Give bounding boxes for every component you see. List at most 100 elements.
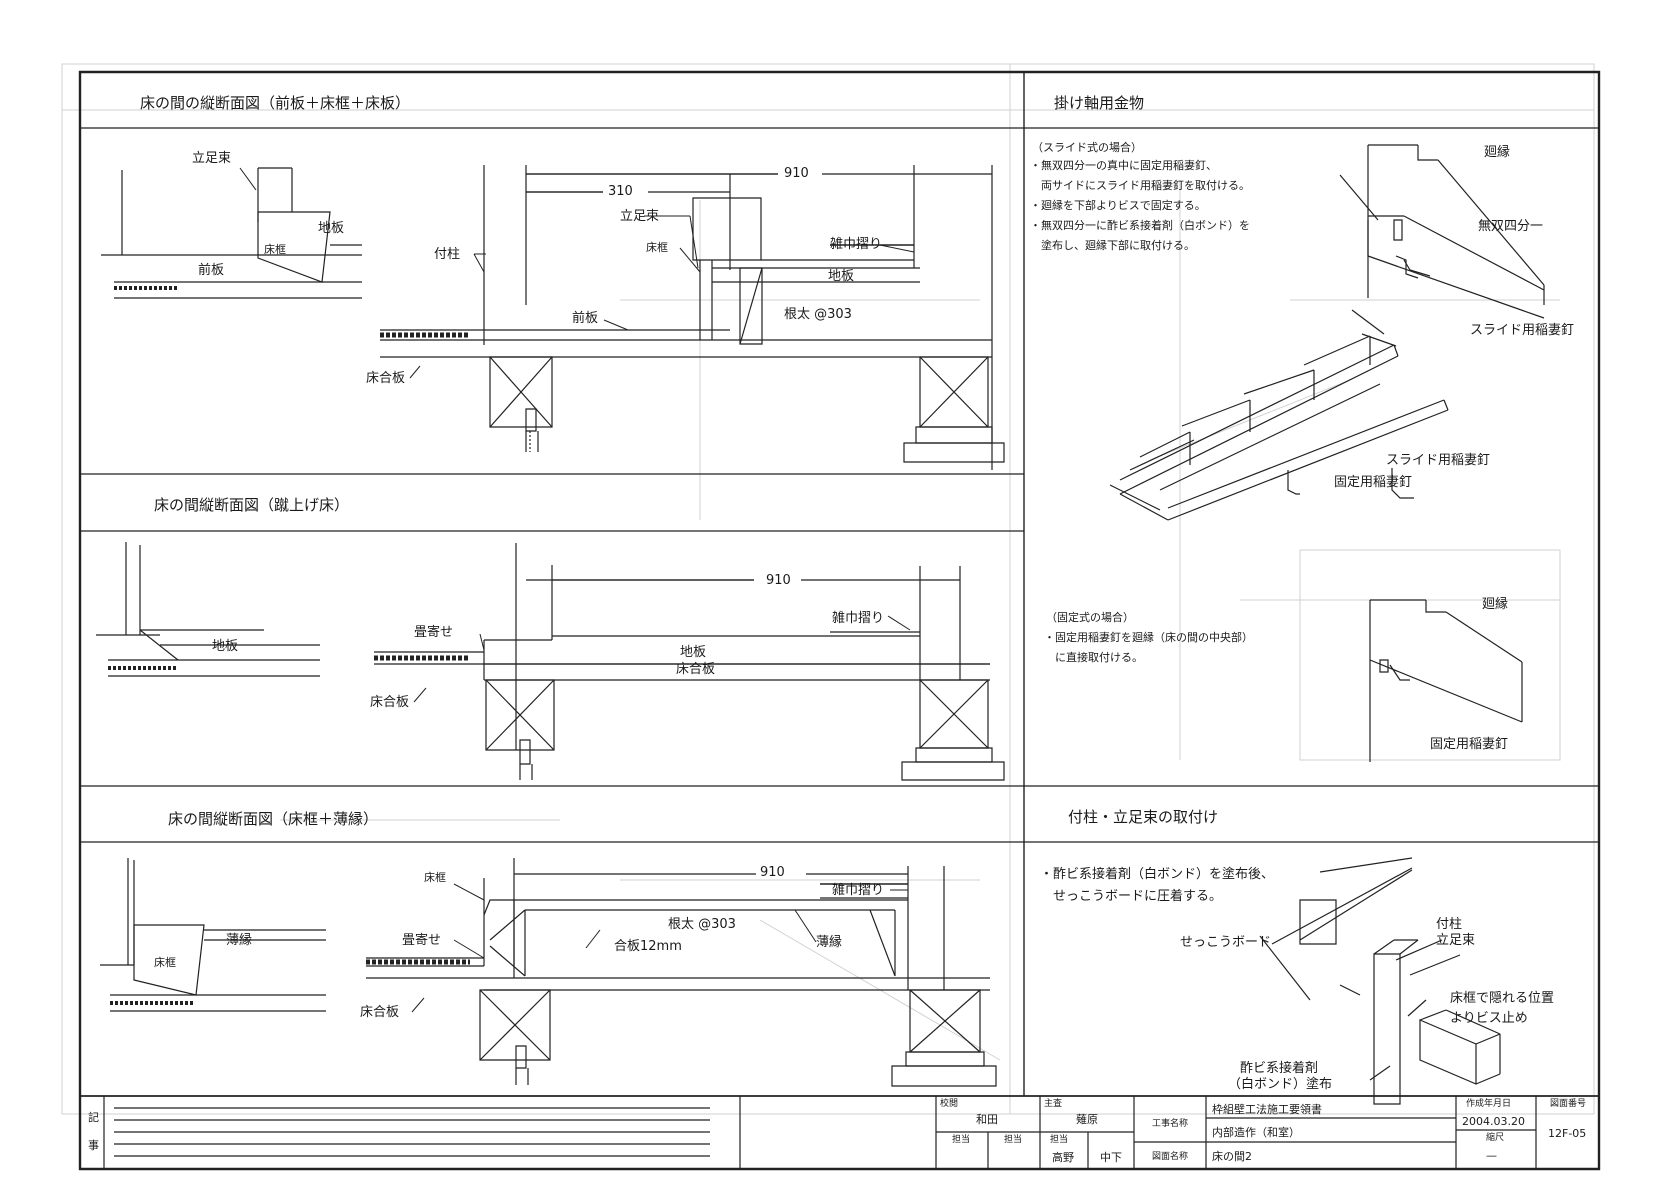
tb-date-label: 作成年月日 — [1466, 1099, 1512, 1109]
hardware-fixed-notes: ・固定用稲妻釘を廻縁（床の間の中央部） に直接取付ける。 — [1044, 632, 1253, 672]
sec2-dim-910: 910 — [766, 573, 791, 588]
hardware-slide-notes: ・無双四分一の真中に固定用稲妻釘、 両サイドにスライド用稲妻釘を取付ける。 ・廻… — [1030, 160, 1250, 260]
sheet-border — [80, 72, 1599, 1169]
fixed-note: に直接取付ける。 — [1044, 651, 1143, 664]
attach-screw-note-1: 床框で隠れる位置 — [1450, 991, 1555, 1006]
hardware-slide-nail-label: スライド用稲妻釘 — [1470, 323, 1575, 338]
slide-note: 両サイドにスライド用稲妻釘を取付ける。 — [1030, 179, 1250, 192]
sec1-zokinzuri-label: 雑巾摺り — [830, 237, 883, 252]
sec2-left-drawing — [96, 542, 320, 676]
sec2-jiita-label: 地板 — [680, 645, 707, 660]
sec2-left-jiita-label: 地板 — [212, 639, 239, 654]
sec3-main-drawing — [366, 858, 996, 1086]
slide-note: 塗布し、廻縁下部に取付ける。 — [1030, 239, 1195, 252]
slide-note: ・無双四分一の真中に固定用稲妻釘、 — [1030, 159, 1217, 172]
tb-staff-name-2: 中下 — [1100, 1151, 1122, 1164]
tb-project-1: 枠組壁工法施工要領書 — [1212, 1103, 1322, 1116]
hardware-fixed-nail-label-2: 固定用稲妻釘 — [1334, 475, 1413, 490]
tb-check-name: 和田 — [976, 1113, 998, 1126]
sec1-dim-910: 910 — [784, 166, 809, 181]
bleed-through-lines — [62, 64, 1594, 1114]
tb-project-label: 工事名称 — [1152, 1119, 1189, 1129]
sec3-neda-label: 根太 @303 — [668, 917, 736, 932]
sec3-tatamiyose-label: 畳寄せ — [402, 933, 442, 948]
tb-staff-label-1: 担当 — [952, 1135, 971, 1145]
sec3-yukagoban-label: 床合板 — [360, 1005, 400, 1020]
sec1-left-tokogamachi-label: 床框 — [264, 243, 286, 256]
sec3-dim-910: 910 — [760, 865, 785, 880]
sec2-yukagoban-label: 床合板 — [370, 695, 410, 710]
sec1-jiita-label: 地板 — [828, 269, 855, 284]
tb-check-label: 校閲 — [940, 1099, 959, 1109]
sec2-zokinzuri-label: 雑巾摺り — [832, 611, 885, 626]
sec2-title: 床の間縦断面図（蹴上げ床） — [154, 496, 350, 514]
sec1-tsukebashira-label: 付柱 — [434, 247, 461, 262]
attach-notes: ・酢ビ系接着剤（白ボンド）を塗布後、 せっこうボードに圧着する。 — [1040, 868, 1274, 912]
hardware-mawaribuchi-label-2: 廻縁 — [1482, 597, 1509, 612]
fixed-note: ・固定用稲妻釘を廻縁（床の間の中央部） — [1044, 631, 1253, 644]
attach-drawing — [1260, 858, 1500, 1104]
sec2-tokogoban-label: 床合板 — [676, 662, 716, 677]
hardware-mawaribuchi-label: 廻縁 — [1484, 145, 1511, 160]
sec1-tatsuashi-label: 立足束 — [620, 209, 660, 224]
sec1-dim-310: 310 — [608, 184, 633, 199]
sec3-left-tokogamachi-label: 床框 — [154, 956, 176, 969]
attach-screw-note-2: よりビス止め — [1450, 1011, 1528, 1026]
slide-note: ・無双四分一に酢ビ系接着剤（白ボンド）を — [1030, 219, 1250, 232]
hardware-drawing — [1110, 145, 1544, 762]
sec1-maeita-label: 前板 — [572, 311, 599, 326]
sec3-tokogamachi-label: 床框 — [424, 871, 446, 884]
attach-board-label: せっこうボード — [1180, 935, 1272, 950]
tb-scale-label: 縮尺 — [1486, 1133, 1505, 1143]
tb-chief-name: 薙原 — [1076, 1113, 1098, 1126]
dimension-lines — [514, 174, 908, 874]
attach-tsukebashira-label: 付柱 — [1436, 917, 1463, 932]
sec1-left-drawing — [101, 168, 362, 298]
sec3-goban-label: 合板12mm — [614, 939, 682, 954]
attach-glue-label-1: 酢ビ系接着剤 — [1240, 1061, 1319, 1076]
hardware-title: 掛け軸用金物 — [1054, 94, 1145, 112]
slide-note: ・廻縁を下部よりビスで固定する。 — [1030, 199, 1206, 212]
tb-remarks-label-1: 記 — [88, 1111, 99, 1124]
hardware-muso-label: 無双四分一 — [1478, 219, 1544, 234]
attach-note: ・酢ビ系接着剤（白ボンド）を塗布後、 — [1040, 867, 1275, 882]
tb-scale: — — [1486, 1149, 1497, 1162]
sec3-left-usuberi-label: 薄縁 — [226, 933, 253, 948]
attach-glue-label-2: （白ボンド）塗布 — [1228, 1077, 1333, 1092]
hardware-slide-header: （スライド式の場合） — [1032, 141, 1142, 154]
tb-drawing-label: 図面名称 — [1152, 1152, 1189, 1162]
leader-lines — [240, 168, 914, 1012]
sec3-usuberi-label: 薄縁 — [816, 935, 843, 950]
hardware-fixed-nail-label: 固定用稲妻釘 — [1430, 737, 1509, 752]
attach-tatsuashi-label: 立足束 — [1436, 933, 1476, 948]
attach-title: 付柱・立足束の取付け — [1068, 808, 1219, 826]
tb-date: 2004.03.20 — [1462, 1115, 1525, 1128]
tb-staff-label-3: 担当 — [1050, 1135, 1069, 1145]
tb-staff-name-1: 高野 — [1052, 1151, 1074, 1164]
sec2-tatamiyose-label: 畳寄せ — [414, 625, 454, 640]
sec1-title: 床の間の縦断面図（前板＋床框＋床板） — [140, 94, 411, 112]
title-block-lines — [104, 1096, 1536, 1169]
sec1-main-drawing — [380, 165, 1004, 470]
sec3-title: 床の間縦断面図（床框＋薄縁） — [168, 810, 379, 828]
sec3-zokinzuri-label: 雑巾摺り — [832, 883, 885, 898]
sec1-left-jiita-label: 地板 — [318, 221, 345, 236]
hardware-slide-nail-label-2: スライド用稲妻釘 — [1386, 453, 1491, 468]
hardware-fixed-header: （固定式の場合） — [1046, 611, 1134, 624]
tb-project-2: 内部造作（和室） — [1212, 1126, 1300, 1139]
tb-number-label: 図面番号 — [1550, 1099, 1587, 1109]
tb-drawing-name: 床の間2 — [1212, 1150, 1252, 1163]
attach-note: せっこうボードに圧着する。 — [1040, 889, 1223, 904]
sec1-yukagoban-label: 床合板 — [366, 371, 406, 386]
sec2-main-drawing — [374, 543, 1004, 780]
tb-chief-label: 主査 — [1044, 1099, 1063, 1109]
sec3-left-drawing — [100, 858, 326, 1011]
sec1-left-maeita-label: 前板 — [198, 263, 225, 278]
tb-number: 12F-05 — [1548, 1127, 1587, 1140]
sec1-left-tatsuashi-label: 立足束 — [192, 151, 232, 166]
tb-staff-label-2: 担当 — [1004, 1135, 1023, 1145]
sec1-neda-label: 根太 @303 — [784, 307, 852, 322]
sec1-tokogamachi-label: 床框 — [646, 241, 668, 254]
